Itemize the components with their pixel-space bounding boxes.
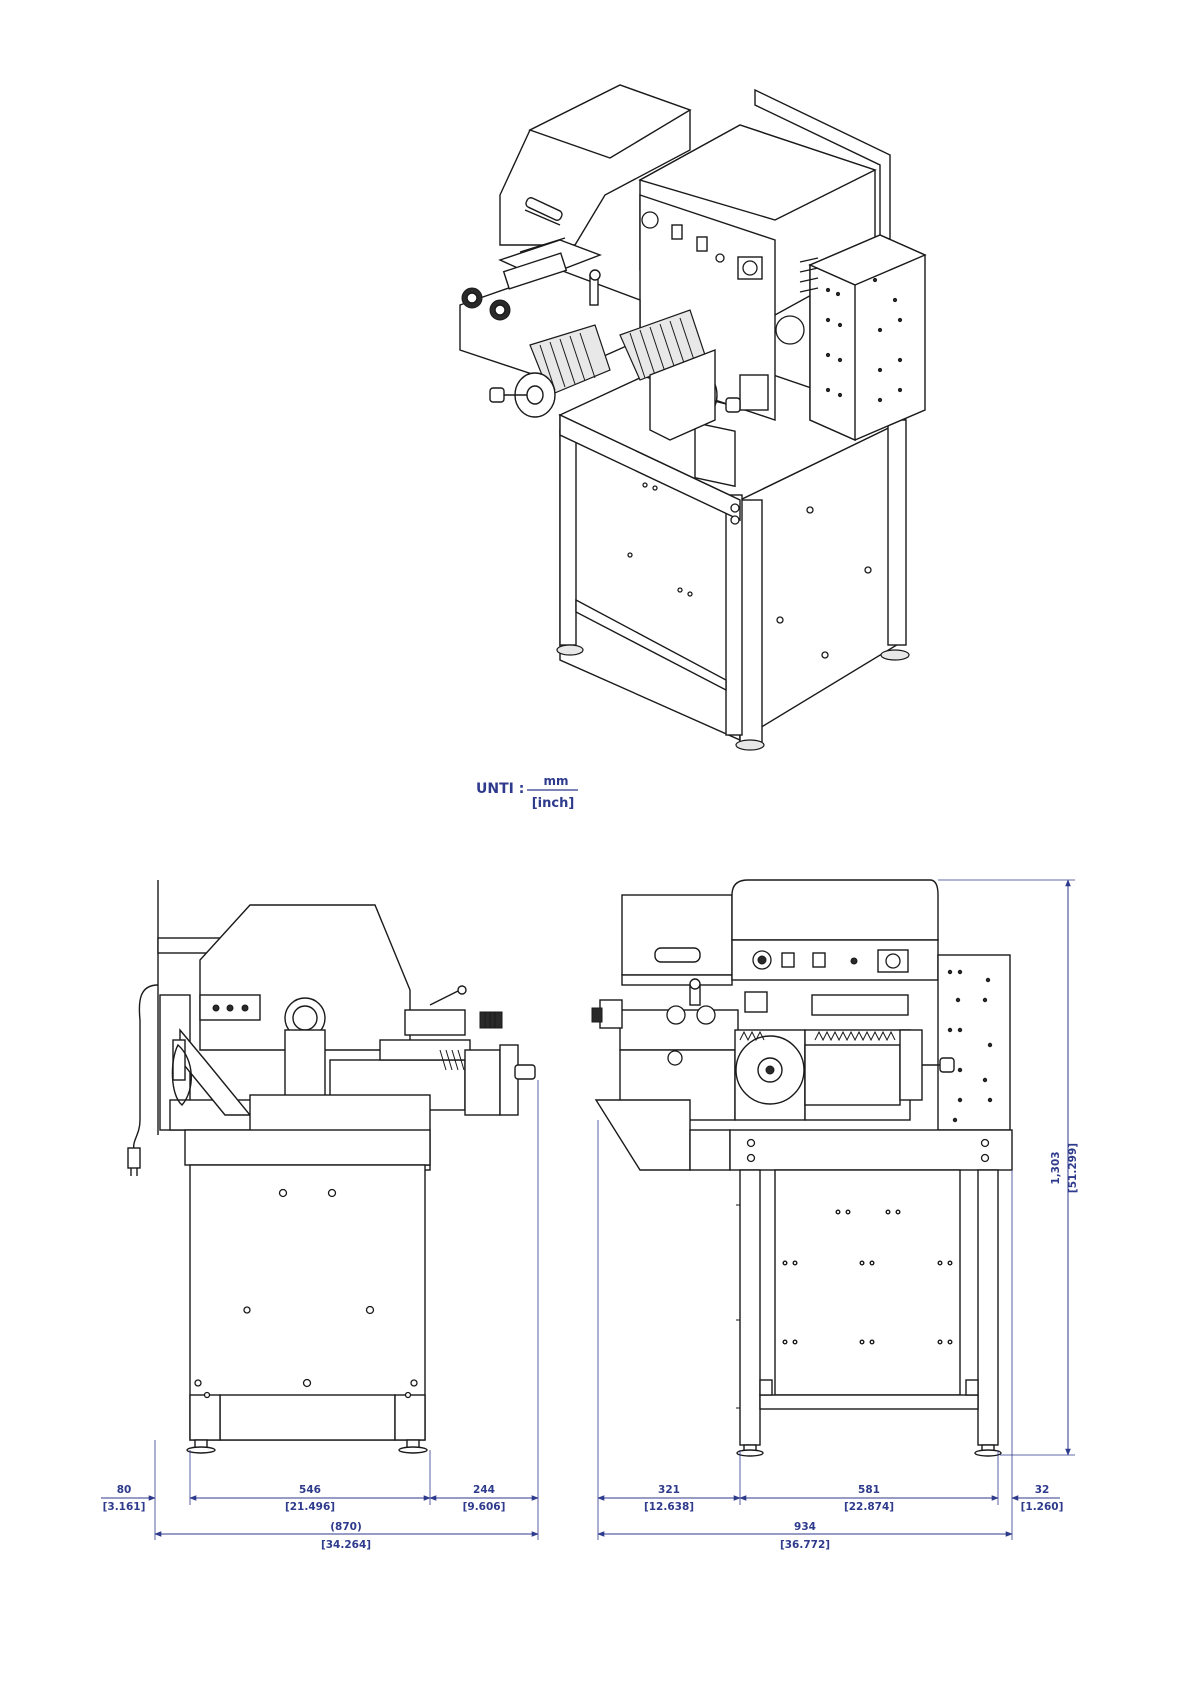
dim-1303-inch: [51.299]	[1067, 1143, 1079, 1193]
dim-80-inch: [3.161]	[103, 1501, 146, 1513]
dim-581-mm: 581	[858, 1484, 880, 1496]
iso-machine	[460, 85, 925, 486]
side-view	[128, 880, 535, 1453]
dim-870-mm: (870)	[330, 1521, 362, 1533]
dim-244-mm: 244	[473, 1484, 495, 1496]
dim-934-inch: [36.772]	[780, 1539, 830, 1551]
dim-321-mm: 321	[658, 1484, 680, 1496]
dim-1303-mm: 1,303	[1050, 1151, 1062, 1184]
unit-label: UNTI :	[476, 781, 524, 797]
dim-244-inch: [9.606]	[463, 1501, 506, 1513]
unit-primary: mm	[543, 774, 568, 788]
dim-581-inch: [22.874]	[844, 1501, 894, 1513]
dim-546-inch: [21.496]	[285, 1501, 335, 1513]
unit-secondary: [inch]	[532, 796, 575, 811]
isometric-view	[460, 85, 925, 750]
dim-934-mm: 934	[794, 1521, 816, 1533]
front-view	[592, 880, 1012, 1456]
dim-32-mm: 32	[1035, 1484, 1050, 1496]
unit-legend: UNTI : mm [inch]	[476, 774, 578, 811]
dim-32-inch: [1.260]	[1021, 1501, 1064, 1513]
dim-546-mm: 546	[299, 1484, 321, 1496]
dim-80-mm: 80	[117, 1484, 132, 1496]
dim-321-inch: [12.638]	[644, 1501, 694, 1513]
dim-870-inch: [34.264]	[321, 1539, 371, 1551]
